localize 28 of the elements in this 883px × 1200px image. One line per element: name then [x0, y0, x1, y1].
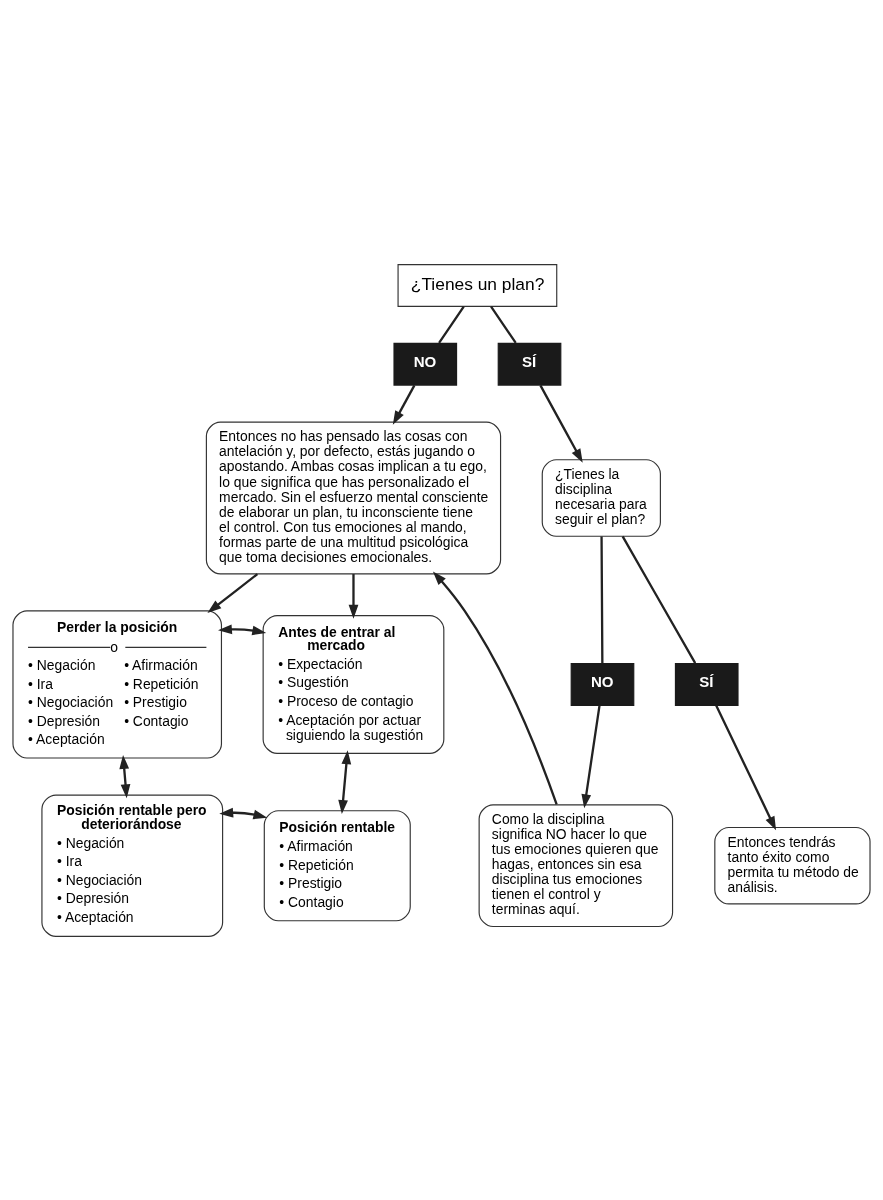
node-box: Perder la posición o • Negación • Afirmación • Ira • Repetición • Negociación • Prestigio • Depresión • Contagio • Aceptación: [12, 609, 223, 759]
connector: [600, 535, 604, 663]
node-box: Entonces tendrás tanto éxito como permita tu método de análisis.: [714, 826, 871, 905]
arrow: [715, 704, 777, 830]
connector: [438, 305, 465, 344]
node-box: SÍ: [674, 662, 739, 706]
arrow: [207, 572, 259, 613]
arrow: [539, 384, 583, 463]
node-box: Antes de entrar al mercado • Expectación • Sugestión • Proceso de contagio • Aceptación por actuar siguiendo la sugestión: [262, 614, 445, 754]
node-box: Posición rentable • Afirmación • Repetición • Prestigio • Contagio: [263, 809, 411, 921]
node-box: ¿Tienes un plan?: [397, 263, 558, 307]
node-box: Como la disciplina significa NO hacer lo que tus emociones quieren que hagas, entonces sin esa disciplina tus emociones tienen el control y terminas aquí.: [478, 803, 674, 927]
arrow: [348, 573, 359, 619]
node-box: Entonces no has pensado las cosas con antelación y, por defecto, estás jugando o apostando. Ambas cosas implican a tu ego, lo que significa que has personalizado el mercado. Sin el esfuerzo mental consciente de elaborar un plan, tu inconsciente tiene el control. Con tus emociones al mando, formas parte de una multitud psicológica que toma decisiones emocionales.: [205, 421, 502, 574]
node-box: NO: [570, 662, 635, 706]
node-box: NO: [393, 342, 458, 386]
connector: [490, 305, 517, 344]
arrow: [119, 754, 131, 798]
arrow: [581, 704, 601, 808]
node-box: ¿Tienes la disciplina necesaria para seguir el plan?: [541, 458, 661, 537]
arrow: [219, 807, 268, 819]
connector: [621, 535, 697, 664]
node-box: Posición rentable pero deteriorándose • Negación • Ira • Negociación • Depresión • Aceptación: [41, 794, 224, 937]
arrow: [338, 749, 352, 814]
node-box: SÍ: [497, 342, 562, 386]
arrow: [218, 623, 267, 635]
arrow: [392, 384, 416, 425]
arrow: [432, 570, 558, 805]
